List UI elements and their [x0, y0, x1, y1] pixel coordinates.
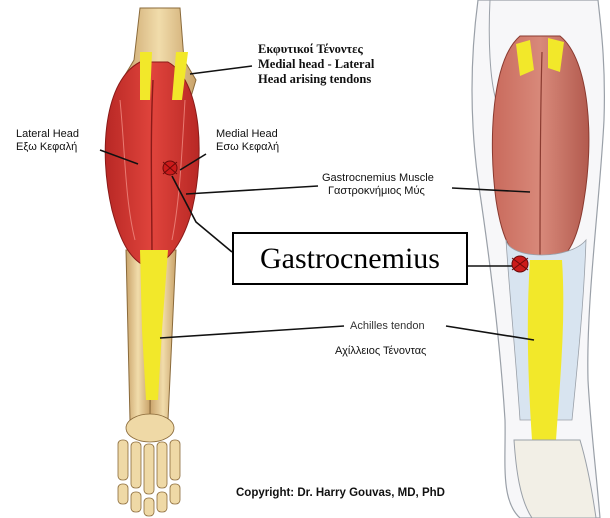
leader-gastro-left	[186, 186, 318, 194]
foot-bones	[118, 414, 180, 516]
label-arising-tendons: Εκφυτικοί Τένοντες Medial head - Lateral…	[258, 42, 374, 87]
label-gastrocnemius-muscle-gr: Γαστροκνήμιος Μύς	[328, 185, 434, 198]
label-medial-head-gr: Εσω Κεφαλή	[216, 141, 279, 154]
label-arising-tendons-greek: Εκφυτικοί Τένοντες	[258, 42, 374, 57]
leader-tendons	[190, 66, 252, 74]
copyright-notice: Copyright: Dr. Harry Gouvas, MD, PhD	[236, 487, 445, 500]
lesion-marker-left	[163, 161, 177, 175]
label-medial-head: Medial Head Εσω Κεφαλή	[216, 128, 279, 154]
label-achilles-tendon: Achilles tendon	[350, 320, 425, 333]
heel	[514, 440, 596, 518]
label-medial-head-en: Medial Head	[216, 128, 279, 141]
label-gastrocnemius-muscle: Gastrocnemius Muscle Γαστροκνήμιος Μύς	[322, 172, 434, 198]
right-leg-illustration	[472, 0, 604, 518]
left-leg-illustration	[105, 8, 199, 516]
tendon-head-lateral	[140, 52, 152, 100]
label-lateral-head-en: Lateral Head	[16, 128, 79, 141]
leader-achilles-left	[160, 326, 344, 338]
lesion-marker-right	[512, 256, 528, 272]
label-achilles-tendon-gr: Αχίλλειος Τένοντας	[335, 345, 426, 358]
label-arising-tendons-en2: Head arising tendons	[258, 72, 374, 87]
label-gastrocnemius-muscle-en: Gastrocnemius Muscle	[322, 172, 434, 185]
label-arising-tendons-en1: Medial head - Lateral	[258, 57, 374, 72]
label-lateral-head-gr: Εξω Κεφαλή	[16, 141, 79, 154]
gastrocnemius-callout-box: Gastrocnemius	[232, 232, 468, 285]
gastrocnemius-callout-text: Gastrocnemius	[260, 242, 440, 276]
label-lateral-head: Lateral Head Εξω Κεφαλή	[16, 128, 79, 154]
